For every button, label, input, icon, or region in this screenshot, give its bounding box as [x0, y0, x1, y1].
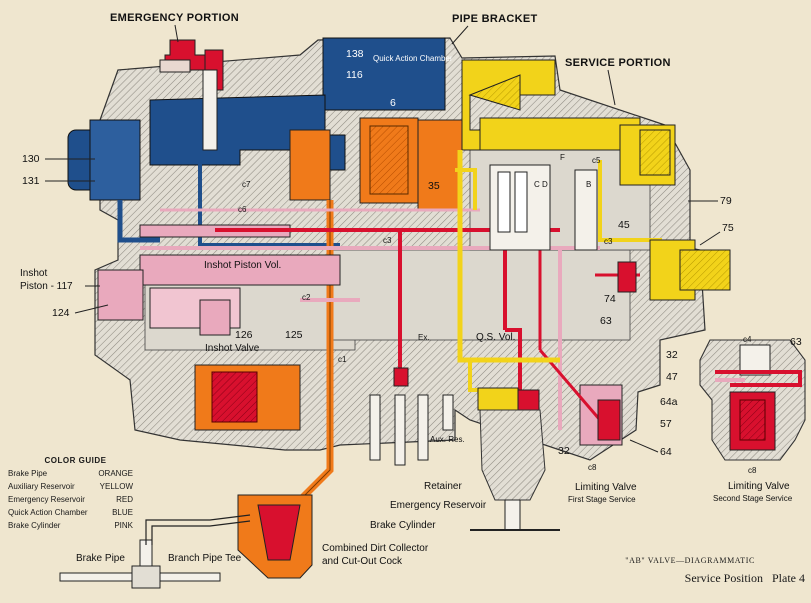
inshot-valve-label: Inshot Valve — [205, 343, 260, 354]
part-47: 47 — [666, 371, 678, 383]
limiting-valve-label-2: Limiting Valve — [728, 481, 790, 492]
part-125: 125 — [285, 329, 303, 341]
part-c6: c6 — [238, 205, 247, 214]
brake-pipe-label: Brake Pipe — [76, 553, 125, 564]
color-guide-color: BLUE — [112, 508, 133, 517]
emergency-reservoir-label: Emergency Reservoir — [390, 500, 487, 511]
part-130: 130 — [22, 153, 40, 165]
limiting-valve-second-stage — [699, 339, 806, 461]
color-guide-title: COLOR GUIDE — [44, 456, 107, 465]
brake-cylinder-label: Brake Cylinder — [370, 520, 436, 531]
part-138: 138 — [346, 48, 364, 60]
part-126: 126 — [235, 329, 253, 341]
aux-res-label: Aux. Res. — [430, 435, 465, 444]
color-guide-name: Quick Action Chamber — [8, 508, 88, 517]
heading-service-portion: SERVICE PORTION — [565, 57, 671, 69]
auxiliary-reservoir-system — [455, 59, 731, 411]
color-guide-row: Auxiliary Reservoir YELLOW — [8, 480, 133, 493]
inshot-piston-label-1: Inshot — [20, 268, 47, 279]
color-guide-row: Brake Pipe ORANGE — [8, 467, 133, 480]
part-c2: c2 — [302, 293, 311, 302]
part-131: 131 — [22, 175, 40, 187]
caption-title: "AB" VALVE—DIAGRAMMATIC — [625, 556, 755, 565]
color-guide-name: Auxiliary Reservoir — [8, 482, 75, 491]
quick-action-chamber — [67, 37, 446, 247]
color-guide-name: Emergency Reservoir — [8, 495, 85, 504]
part-63-b: 63 — [790, 336, 802, 348]
inshot-piston-label-2: Piston - 117 — [20, 281, 73, 292]
part-45: 45 — [618, 219, 630, 231]
color-guide-row: Quick Action Chamber BLUE — [8, 506, 133, 519]
part-124: 124 — [52, 307, 70, 319]
part-57: 57 — [660, 418, 672, 430]
part-6: 6 — [390, 97, 396, 109]
color-guide-color: YELLOW — [99, 482, 133, 491]
exhaust-label: Ex. — [418, 333, 430, 342]
part-64: 64 — [660, 446, 672, 458]
color-guide-row: Brake Cylinder PINK — [8, 519, 133, 532]
part-f: F — [560, 153, 565, 162]
part-cd: C D — [534, 180, 548, 189]
branch-pipe-tee-label: Branch Pipe Tee — [168, 553, 242, 564]
color-guide-name: Brake Cylinder — [8, 521, 61, 530]
first-stage-label: First Stage Service — [568, 495, 636, 504]
part-35: 35 — [428, 180, 440, 192]
retainer-label: Retainer — [424, 481, 462, 492]
heading-emergency-portion: EMERGENCY PORTION — [110, 12, 239, 24]
part-74: 74 — [604, 293, 616, 305]
pipe-taps — [369, 394, 560, 531]
part-79: 79 — [720, 195, 732, 207]
color-guide-name: Brake Pipe — [8, 469, 48, 478]
part-c7: c7 — [242, 180, 251, 189]
color-guide-row: Emergency Reservoir RED — [8, 493, 133, 506]
heading-pipe-bracket: PIPE BRACKET — [452, 13, 538, 25]
combined-dirt-collector-label: Combined Dirt Collector — [322, 543, 429, 554]
part-c1: c1 — [338, 355, 347, 364]
branch-pipe-tee — [59, 514, 251, 589]
plate-caption: "AB" VALVE—DIAGRAMMATIC Service Position… — [625, 556, 805, 586]
part-c8-b: c8 — [748, 466, 757, 475]
part-c5: c5 — [592, 156, 601, 165]
color-guide-color: PINK — [114, 521, 133, 530]
color-guide-color: RED — [116, 495, 133, 504]
part-32: 32 — [666, 349, 678, 361]
color-guide-color: ORANGE — [98, 469, 133, 478]
caption-position: Service Position Plate 4 — [684, 571, 805, 585]
part-c8: c8 — [588, 463, 597, 472]
part-75: 75 — [722, 222, 734, 234]
part-63: 63 — [600, 315, 612, 327]
qs-vol-label: Q.S. Vol. — [476, 332, 515, 343]
part-64a: 64a — [660, 396, 678, 408]
part-c3-b: c3 — [604, 237, 613, 246]
part-b: B — [586, 180, 591, 189]
emergency-top-valve — [159, 39, 224, 151]
brake-pipe-system — [194, 117, 463, 579]
limiting-valve-label-1: Limiting Valve — [575, 482, 637, 493]
quick-action-chamber-label: Quick Action Chamber — [373, 54, 453, 63]
part-c4: c4 — [743, 335, 752, 344]
inshot-piston-vol-label: Inshot Piston Vol. — [204, 260, 281, 271]
cut-out-cock-label: and Cut-Out Cock — [322, 556, 403, 567]
part-32-b: 32 — [558, 445, 570, 457]
color-guide: COLOR GUIDE Brake Pipe ORANGE Auxiliary … — [8, 454, 133, 532]
second-stage-label: Second Stage Service — [713, 494, 793, 503]
slide-valve — [489, 164, 598, 251]
part-c3: c3 — [383, 236, 392, 245]
part-116: 116 — [346, 69, 363, 81]
